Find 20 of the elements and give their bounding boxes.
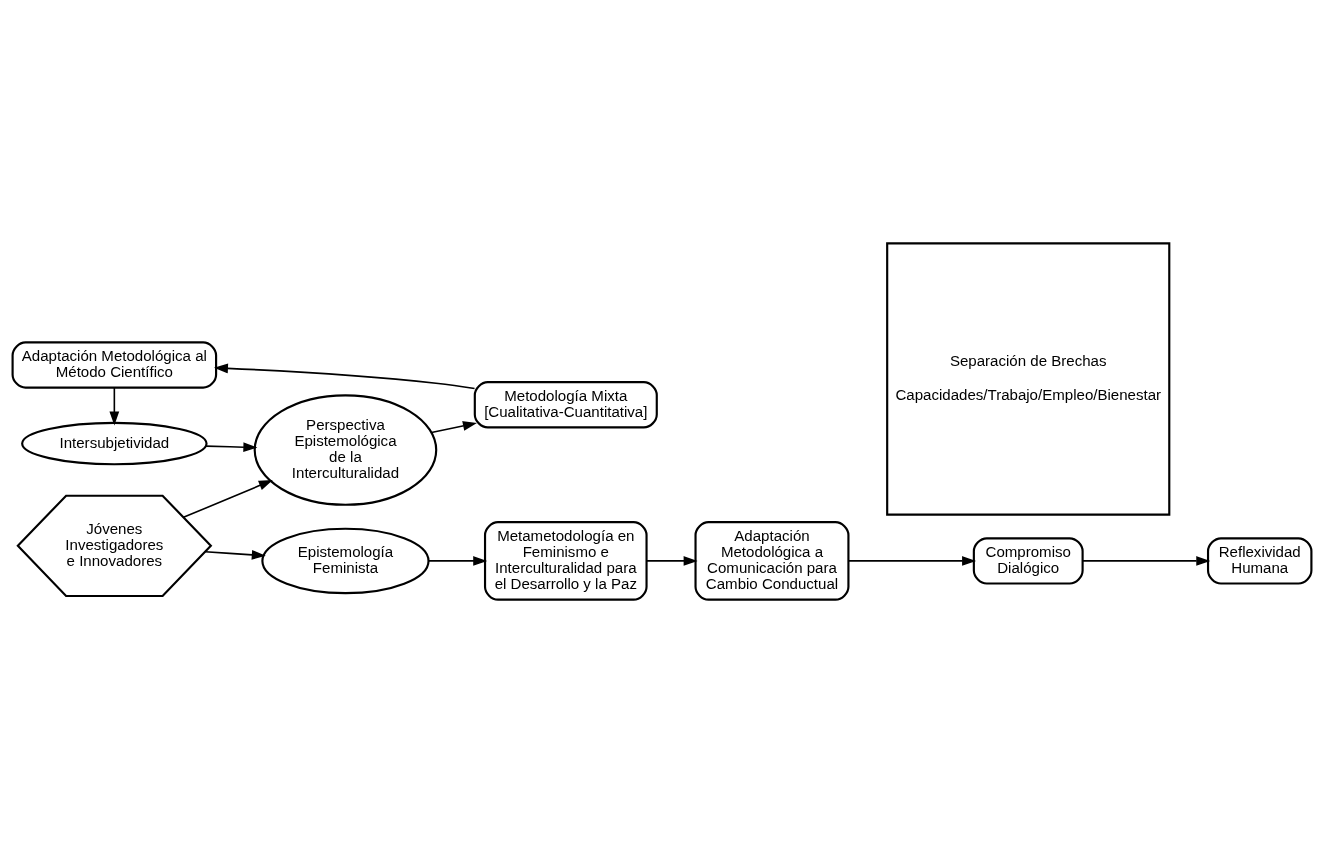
arrow: [182, 479, 273, 518]
node-box: Adaptación Metodológica al Método Científico: [11, 340, 218, 389]
node-box: Adaptación Metodológica a Comunicación para Cambio Conductual: [694, 520, 850, 601]
arrow: [430, 420, 477, 433]
node-box: Metodología Mixta [Cualitativa-Cuantitativa]: [473, 380, 658, 428]
node-ellipse: Epistemología Feminista: [261, 527, 430, 594]
arrow: [427, 555, 488, 566]
node-box: Metametodología en Feminismo e Interculturalidad para el Desarrollo y la Paz: [483, 520, 648, 601]
arrow: [109, 386, 120, 425]
arrow: [205, 441, 258, 452]
arrow: [847, 555, 977, 566]
arrow: [1082, 555, 1211, 566]
node-ellipse: Intersubjetividad: [21, 421, 208, 465]
arrow: [645, 555, 698, 566]
node-box: Reflexividad Humana: [1206, 536, 1313, 585]
arrow: [213, 363, 476, 389]
node-ellipse: Perspectiva Epistemológica de la Interculturalidad: [253, 393, 438, 506]
node-box: Compromiso Dialógico: [972, 536, 1084, 585]
arrow: [204, 549, 266, 560]
node-box: Separación de Brechas Capacidades/Trabajo/Empleo/Bienestar: [886, 241, 1171, 516]
